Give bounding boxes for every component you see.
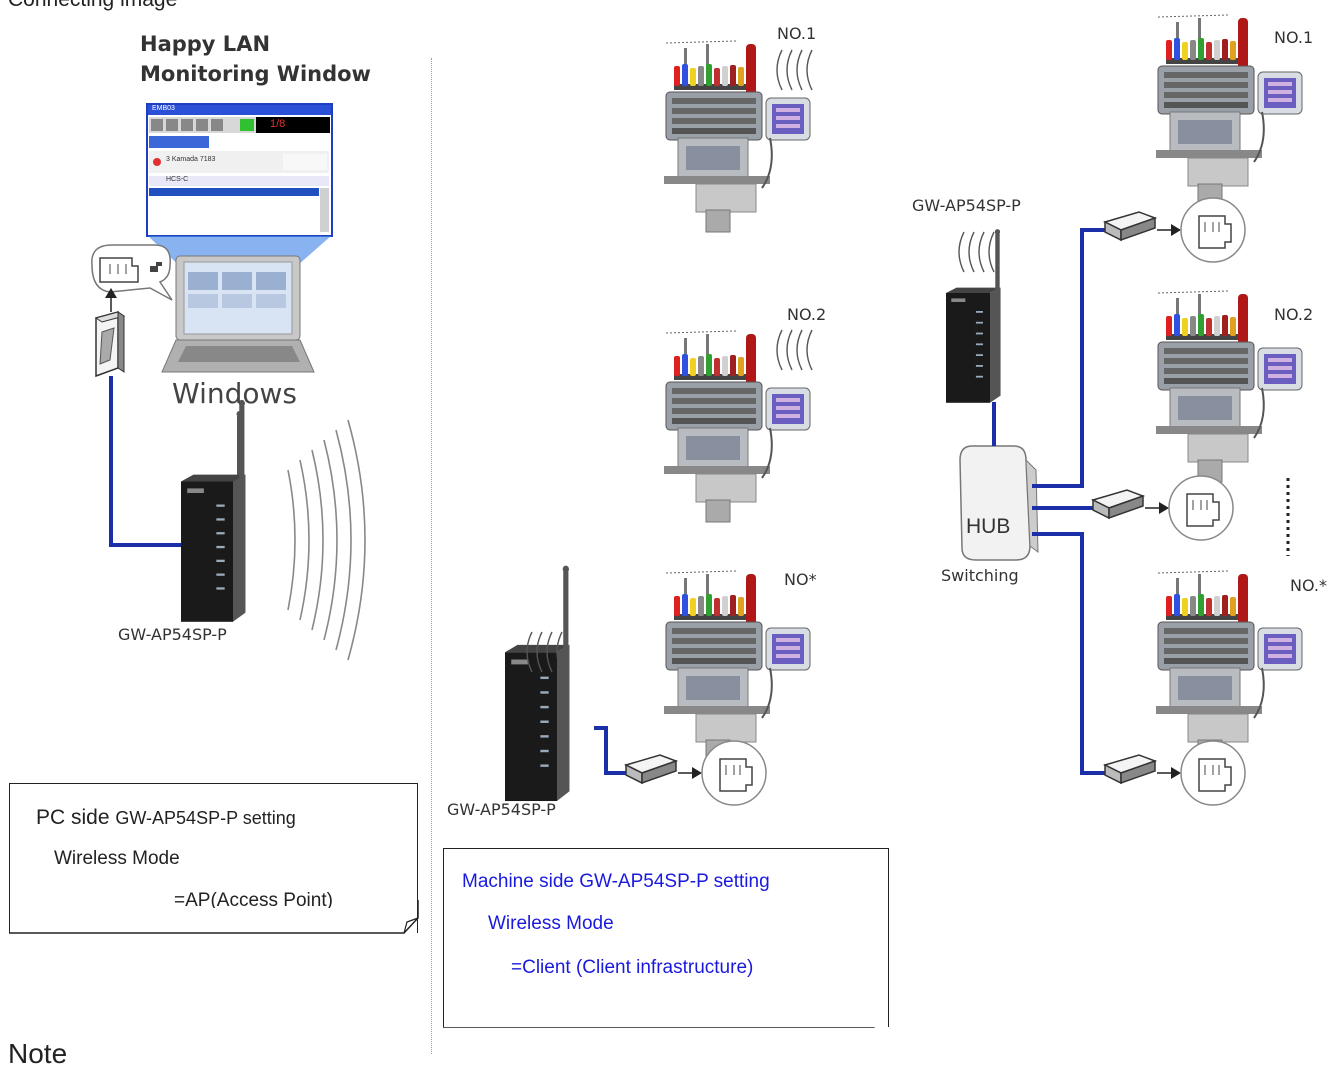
monitor-window-title-2: Monitoring Window bbox=[140, 62, 371, 86]
machine-note-line2: Wireless Mode bbox=[488, 913, 614, 934]
machine-label-no2: NO.2 bbox=[787, 305, 827, 324]
footer-note-heading: Note bbox=[8, 1038, 68, 1069]
wired-label-no2: NO.2 bbox=[1274, 305, 1314, 324]
monitor-window-title-1: Happy LAN bbox=[140, 32, 271, 56]
hub-label: HUB bbox=[966, 515, 1011, 538]
pc-note-prefix: PC side bbox=[36, 806, 110, 829]
pc-router-label: GW-AP54SP-P bbox=[118, 625, 227, 644]
pc-side-setting-note: PC side GW-AP54SP-P setting Wireless Mod… bbox=[9, 783, 418, 933]
page-title: Connecting image bbox=[8, 0, 177, 12]
wired-label-no1: NO.1 bbox=[1274, 28, 1314, 47]
mini-window-count: 1/8 bbox=[270, 118, 286, 130]
machine-label-no1: NO.1 bbox=[777, 24, 817, 43]
pc-note-line3: =AP(Access Point) bbox=[174, 890, 333, 908]
machine-note-line1: Machine side GW-AP54SP-P setting bbox=[462, 871, 770, 892]
wired-router-label: GW-AP54SP-P bbox=[912, 196, 1021, 215]
pc-note-device: GW-AP54SP-P setting bbox=[115, 808, 296, 828]
machine-label-no-star: NO* bbox=[784, 570, 817, 589]
mini-window-caption: EMB03 bbox=[152, 105, 175, 112]
machine-side-setting-note: Machine side GW-AP54SP-P setting Wireles… bbox=[443, 848, 889, 1027]
machine-note-line3: =Client (Client infrastructure) bbox=[511, 957, 754, 978]
os-label: Windows bbox=[172, 377, 297, 410]
hub-image bbox=[959, 445, 1031, 561]
mini-window-row-a: 3 Kamada 7183 bbox=[166, 156, 216, 163]
pc-note-line2: Wireless Mode bbox=[54, 848, 180, 869]
wired-label-no-star: NO.* bbox=[1290, 576, 1327, 595]
section-divider bbox=[431, 58, 432, 1054]
switching-label: Switching bbox=[941, 566, 1019, 585]
machine-router-label: GW-AP54SP-P bbox=[447, 800, 556, 819]
mini-window-row-b: HCS-C bbox=[166, 176, 189, 183]
